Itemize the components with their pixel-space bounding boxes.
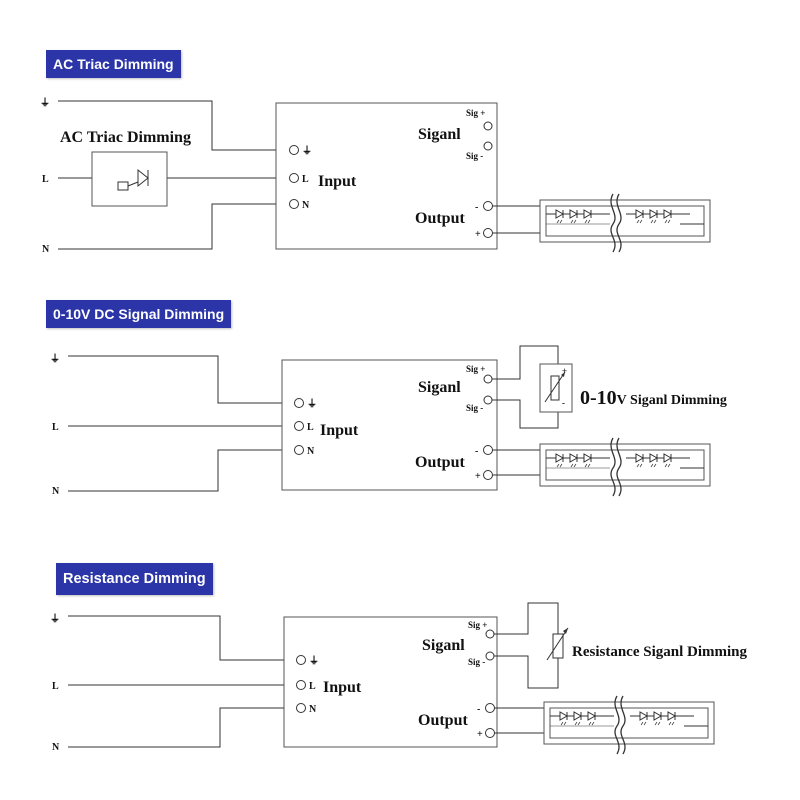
mains-line-label: L [52,681,59,692]
resistance-dimming-label: Resistance Siganl Dimming [572,644,748,660]
terminal-sig-plus [483,121,493,131]
section-0-10v: ⏚ L N ⏚ L N Input Sig + Sig - Siganl + -… [50,345,727,497]
terminal-ground [296,655,306,665]
sig-plus-label: Sig + [466,364,485,374]
section-title-resistance: Resistance Dimming [56,563,213,595]
output-label: Output [418,712,468,729]
output-label: Output [415,454,465,471]
terminal-ground-label: ⏚ [307,398,317,410]
mains-ground-label: ⏚ [50,613,60,625]
terminal-neutral-label: N [309,704,317,715]
terminal-out-minus [485,703,495,713]
led-strip [544,696,714,754]
out-plus-label: + [477,729,483,740]
terminal-ground-label: ⏚ [309,655,319,667]
triac-dimmer-box [91,151,168,207]
terminal-ground-label: ⏚ [302,145,312,157]
terminal-neutral [294,445,304,455]
section-resistance: ⏚ L N ⏚ L N Input Sig + Sig - Siganl Res… [50,602,748,754]
mains-line-label: L [42,174,49,185]
terminal-sig-minus [483,141,493,151]
output-label: Output [415,210,465,227]
terminal-out-plus [485,728,495,738]
terminal-out-minus [483,445,493,455]
sig-plus-label: Sig + [466,108,485,118]
terminal-sig-plus [485,629,495,639]
driver-box [283,616,498,748]
input-label: Input [318,173,357,190]
mains-neutral-label: N [42,244,50,255]
mains-line-label: L [52,422,59,433]
terminal-neutral-label: N [302,200,310,211]
terminal-ground [294,398,304,408]
pot-minus-label: - [562,398,565,408]
terminal-neutral-label: N [307,446,315,457]
terminal-out-plus [483,228,493,238]
section-ac-triac: ⏚ L N AC Triac Dimming ⏚ L N Input Sig +… [40,97,710,255]
led-strip [540,194,710,252]
input-label: Input [320,422,359,439]
0-10v-potentiometer [539,363,573,413]
terminal-line [289,173,299,183]
driver-box [275,102,498,250]
terminal-ground [289,145,299,155]
sig-minus-label: Sig - [468,657,485,667]
pot-plus-label: + [562,366,567,376]
signal-label: Siganl [418,126,461,143]
terminal-neutral [296,703,306,713]
mains-ground-label: ⏚ [50,353,60,365]
out-minus-label: - [475,446,478,457]
sig-plus-label: Sig + [468,620,487,630]
triac-symbol-icon [117,168,149,191]
section-title-ac-triac: AC Triac Dimming [46,50,181,78]
variable-resistor-icon [544,371,566,403]
terminal-neutral [289,199,299,209]
input-label: Input [323,679,362,696]
variable-resistor-icon [546,627,569,661]
terminal-line-label: L [302,174,309,185]
out-plus-label: + [475,471,481,482]
driver-box [281,359,498,491]
terminal-sig-minus [483,395,493,405]
terminal-sig-minus [485,651,495,661]
led-strip [540,438,710,496]
signal-label: Siganl [422,637,465,654]
terminal-sig-plus [483,374,493,384]
terminal-line [294,421,304,431]
out-minus-label: - [477,704,480,715]
triac-dimming-label: AC Triac Dimming [60,129,191,146]
terminal-out-plus [483,470,493,480]
sig-minus-label: Sig - [466,151,483,161]
0-10v-dimming-label: 0-10V Siganl Dimming [580,387,727,409]
mains-neutral-label: N [52,486,60,497]
out-plus-label: + [475,229,481,240]
terminal-line-label: L [307,422,314,433]
mains-ground-label: ⏚ [40,97,50,109]
mains-neutral-label: N [52,742,60,753]
out-minus-label: - [475,202,478,213]
signal-label: Siganl [418,379,461,396]
terminal-out-minus [483,201,493,211]
terminal-line-label: L [309,681,316,692]
section-title-0-10v: 0-10V DC Signal Dimming [46,300,232,328]
terminal-line [296,680,306,690]
sig-minus-label: Sig - [466,403,483,413]
